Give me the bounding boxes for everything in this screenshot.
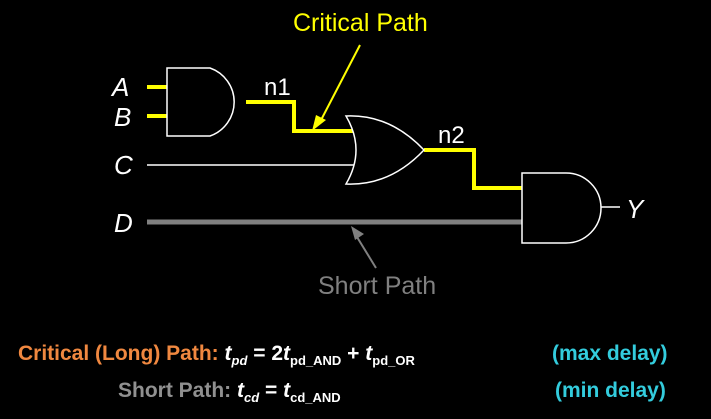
wire-n2 [424,148,522,190]
critical-path-callout: Critical Path [293,9,428,37]
eq-sub-pd-or: pd_OR [372,353,415,368]
input-label-c: C [114,150,133,180]
input-label-a: A [112,72,130,102]
net-label-n2: n2 [438,122,465,149]
output-label-y: Y [626,194,644,224]
eq-equals: = 2 [247,342,284,365]
critical-path-label: Critical (Long) Path: [18,342,219,365]
and-gate-1 [166,67,235,137]
eq-short-sub-cd-and: cd_AND [290,390,341,405]
wire-n1 [246,100,356,133]
eq-t: t [224,342,232,365]
eq-sub-pd: pd [231,353,248,368]
input-label-d: D [114,208,133,238]
input-label-b: B [114,102,132,132]
eq-sub-pd-and: pd_AND [290,353,342,368]
eq-t2: t [283,342,291,365]
short-arrowhead [351,226,364,240]
and-gate-2 [521,172,602,244]
short-path-callout: Short Path [318,272,437,300]
short-arrow [356,236,377,269]
min-delay-note: (min delay) [555,379,666,402]
eq-short-t2: t [283,379,291,402]
or-gate [344,115,426,185]
short-path-label: Short Path: [118,379,232,402]
net-label-n1: n1 [264,74,291,101]
max-delay-note: (max delay) [552,342,668,365]
short-path-equation: Short Path: tcd = tcd_AND [118,380,341,404]
eq-short-t: t [237,379,245,402]
critical-path-equation: Critical (Long) Path: tpd = 2tpd_AND + t… [18,343,415,367]
eq-plus: + [341,342,366,365]
critical-arrow [319,44,361,123]
eq-t3: t [365,342,373,365]
eq-short-sub-cd: cd [244,390,260,405]
eq-short-equals: = [259,379,284,402]
critical-arrowhead [312,115,326,131]
